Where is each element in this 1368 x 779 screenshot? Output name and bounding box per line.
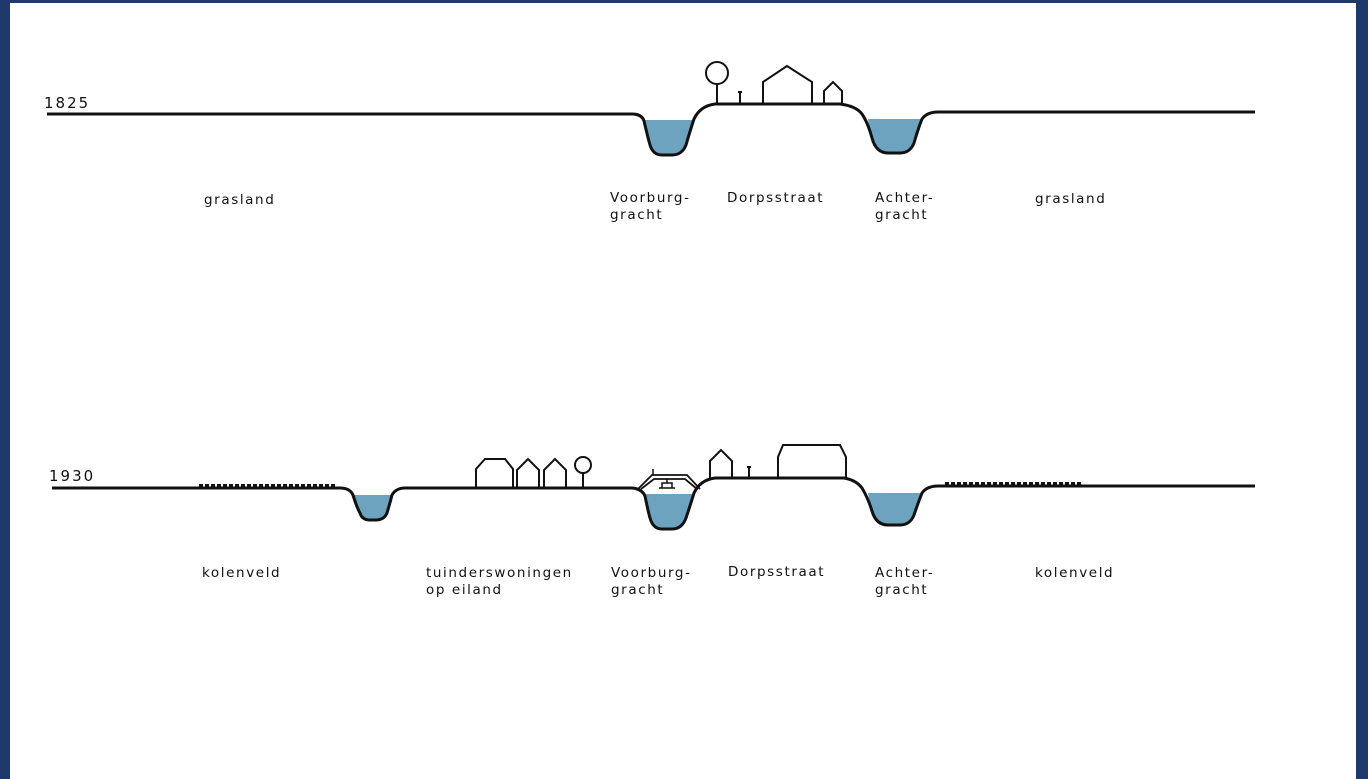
back-canal-water — [868, 119, 922, 154]
large-house-icon — [762, 64, 813, 104]
label-front-canal-line1: Voorburg- — [610, 190, 691, 206]
label-front-canal-line1: Voorburg- — [611, 565, 692, 581]
street-post-icon — [747, 466, 751, 478]
ground-profile — [47, 102, 1255, 157]
island-house-icon — [516, 457, 540, 488]
small-canal-water — [354, 495, 392, 520]
island-house-icon — [543, 457, 567, 488]
label-left-field: grasland — [204, 192, 275, 208]
label-right-field: grasland — [1035, 191, 1106, 207]
section-1930: 1930 — [49, 444, 1255, 598]
cross-section-diagram: 1825 grasland Voorburg- gracht Dorpsstra… — [44, 61, 1255, 598]
label-left-field: kolenveld — [202, 565, 281, 581]
large-house-icon — [777, 444, 847, 478]
label-island-line1: tuinderswoningen — [426, 565, 573, 581]
back-canal-water — [868, 493, 922, 526]
label-street: Dorpsstraat — [727, 190, 824, 206]
island-house-icon — [475, 458, 514, 488]
front-canal-water — [646, 494, 694, 529]
label-back-canal-line1: Achter- — [875, 565, 934, 581]
label-front-canal-line2: gracht — [611, 582, 664, 598]
front-canal-water — [645, 120, 694, 155]
boat-icon — [652, 469, 675, 489]
tree-icon — [574, 456, 592, 488]
label-back-canal-line1: Achter- — [875, 190, 934, 206]
label-back-canal-line2: gracht — [875, 582, 928, 598]
tree-icon — [705, 61, 729, 104]
street-post-icon — [738, 91, 742, 104]
label-front-canal-line2: gracht — [610, 207, 663, 223]
label-back-canal-line2: gracht — [875, 207, 928, 223]
label-street: Dorpsstraat — [728, 564, 825, 580]
label-right-field: kolenveld — [1035, 565, 1114, 581]
small-house-icon — [823, 80, 843, 104]
ground-profile — [52, 476, 1255, 531]
bridge-icon — [637, 474, 701, 490]
small-house-icon — [709, 448, 733, 478]
diagram-canvas: 1825 grasland Voorburg- gracht Dorpsstra… — [10, 3, 1356, 779]
year-label: 1930 — [49, 467, 95, 485]
section-1825: 1825 grasland Voorburg- gracht Dorpsstra… — [44, 61, 1255, 223]
label-island-line2: op eiland — [426, 582, 503, 598]
year-label: 1825 — [44, 94, 90, 112]
